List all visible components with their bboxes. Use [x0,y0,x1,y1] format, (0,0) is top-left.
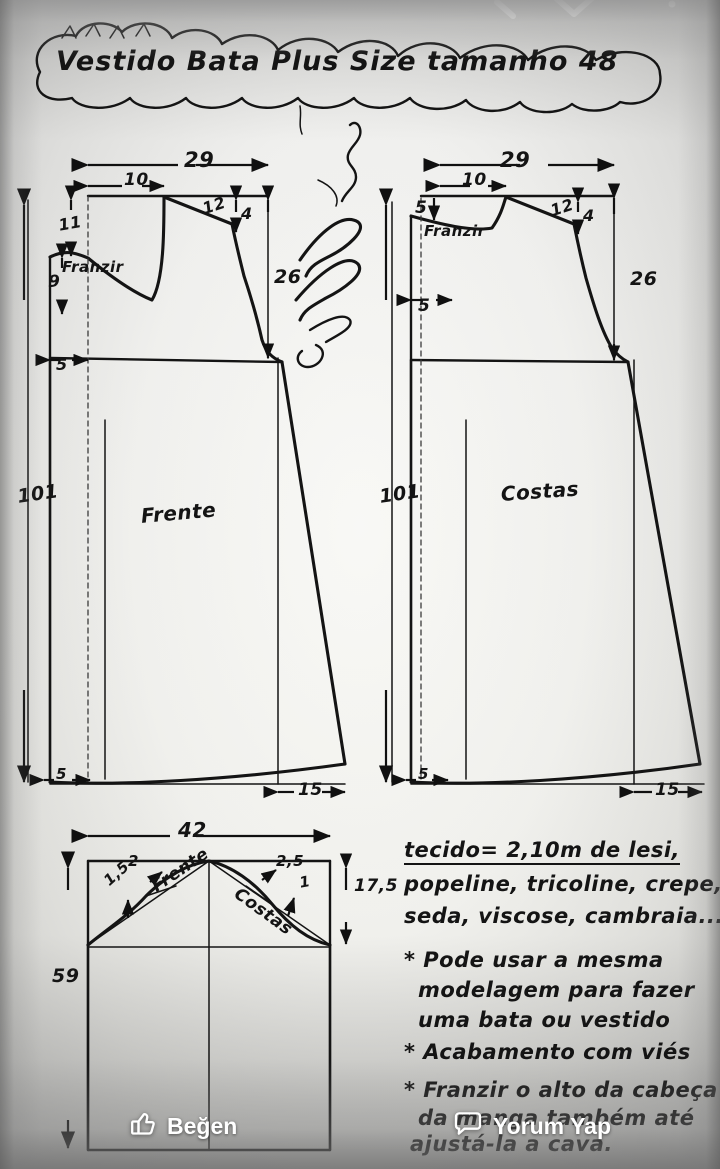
note-bullet-1-line-3: uma bata ou vestido [418,1008,671,1032]
front-armhole-depth-label: 26 [274,266,302,288]
front-width-label: 29 [184,148,215,172]
sleeve-back-notch-top-label: 2,5 [276,852,305,870]
back-neck-drop-label: 5 [415,198,428,218]
back-neck-side-label: 5 [418,296,431,316]
fabric-note-line-3: seda, viscose, cambraia... [404,904,720,928]
thumbs-up-icon [128,1108,158,1144]
comment-button-label: Yorum Yap [493,1112,612,1139]
note-bullet-3-line-1: * Franzir o alto da cabeça [404,1078,718,1102]
back-hem-inset-label: 5 [418,765,429,783]
speech-bubble-icon [452,1108,484,1144]
back-gather-label: Franzir [424,222,486,240]
note-bullet-1-line-1: * Pode usar a mesma [404,948,664,972]
front-shoulder-label: 10 [124,170,149,190]
fabric-note-line-2: popeline, tricoline, crepe, [404,872,720,896]
sleeve-length-label: 59 [52,965,80,987]
front-neck-side-label: 9 [48,272,61,292]
sleeve-front-notch-top-label: 2 [128,852,139,870]
back-shoulder-label: 10 [462,170,487,190]
comment-button[interactable]: Yorum Yap [452,1108,611,1144]
signature [294,121,362,369]
back-width-label: 29 [500,148,531,172]
page-title: Vestido Bata Plus Size tamanho 48 [56,46,619,77]
front-slope-drop-label: 4 [241,204,253,223]
back-slope-drop-label: 4 [583,206,595,225]
sleeve-width-label: 42 [178,818,207,842]
like-button-label: Beğen [167,1112,238,1139]
front-neck-drop-label: 11 [57,211,84,235]
sleeve-outline [86,859,332,1152]
front-hem-inset-label: 5 [56,765,67,783]
note-bullet-1-line-2: modelagem para fazer [418,978,695,1002]
front-gather-label: Franzir [62,258,124,276]
like-button[interactable]: Beğen [128,1108,237,1144]
back-armhole-depth-label: 26 [630,268,658,290]
front-bust-offset-label: 5 [56,355,68,374]
note-bullet-2-line-1: * Acabamento com viés [404,1040,691,1064]
back-hem-flare-label: 15 [655,780,680,800]
fabric-note-line-1: tecido= 2,10m de lesi, [404,838,681,865]
title-cloud [35,22,662,135]
sleeve-cap-height-label: 17,5 [354,876,398,896]
front-hem-flare-label: 15 [298,780,323,800]
